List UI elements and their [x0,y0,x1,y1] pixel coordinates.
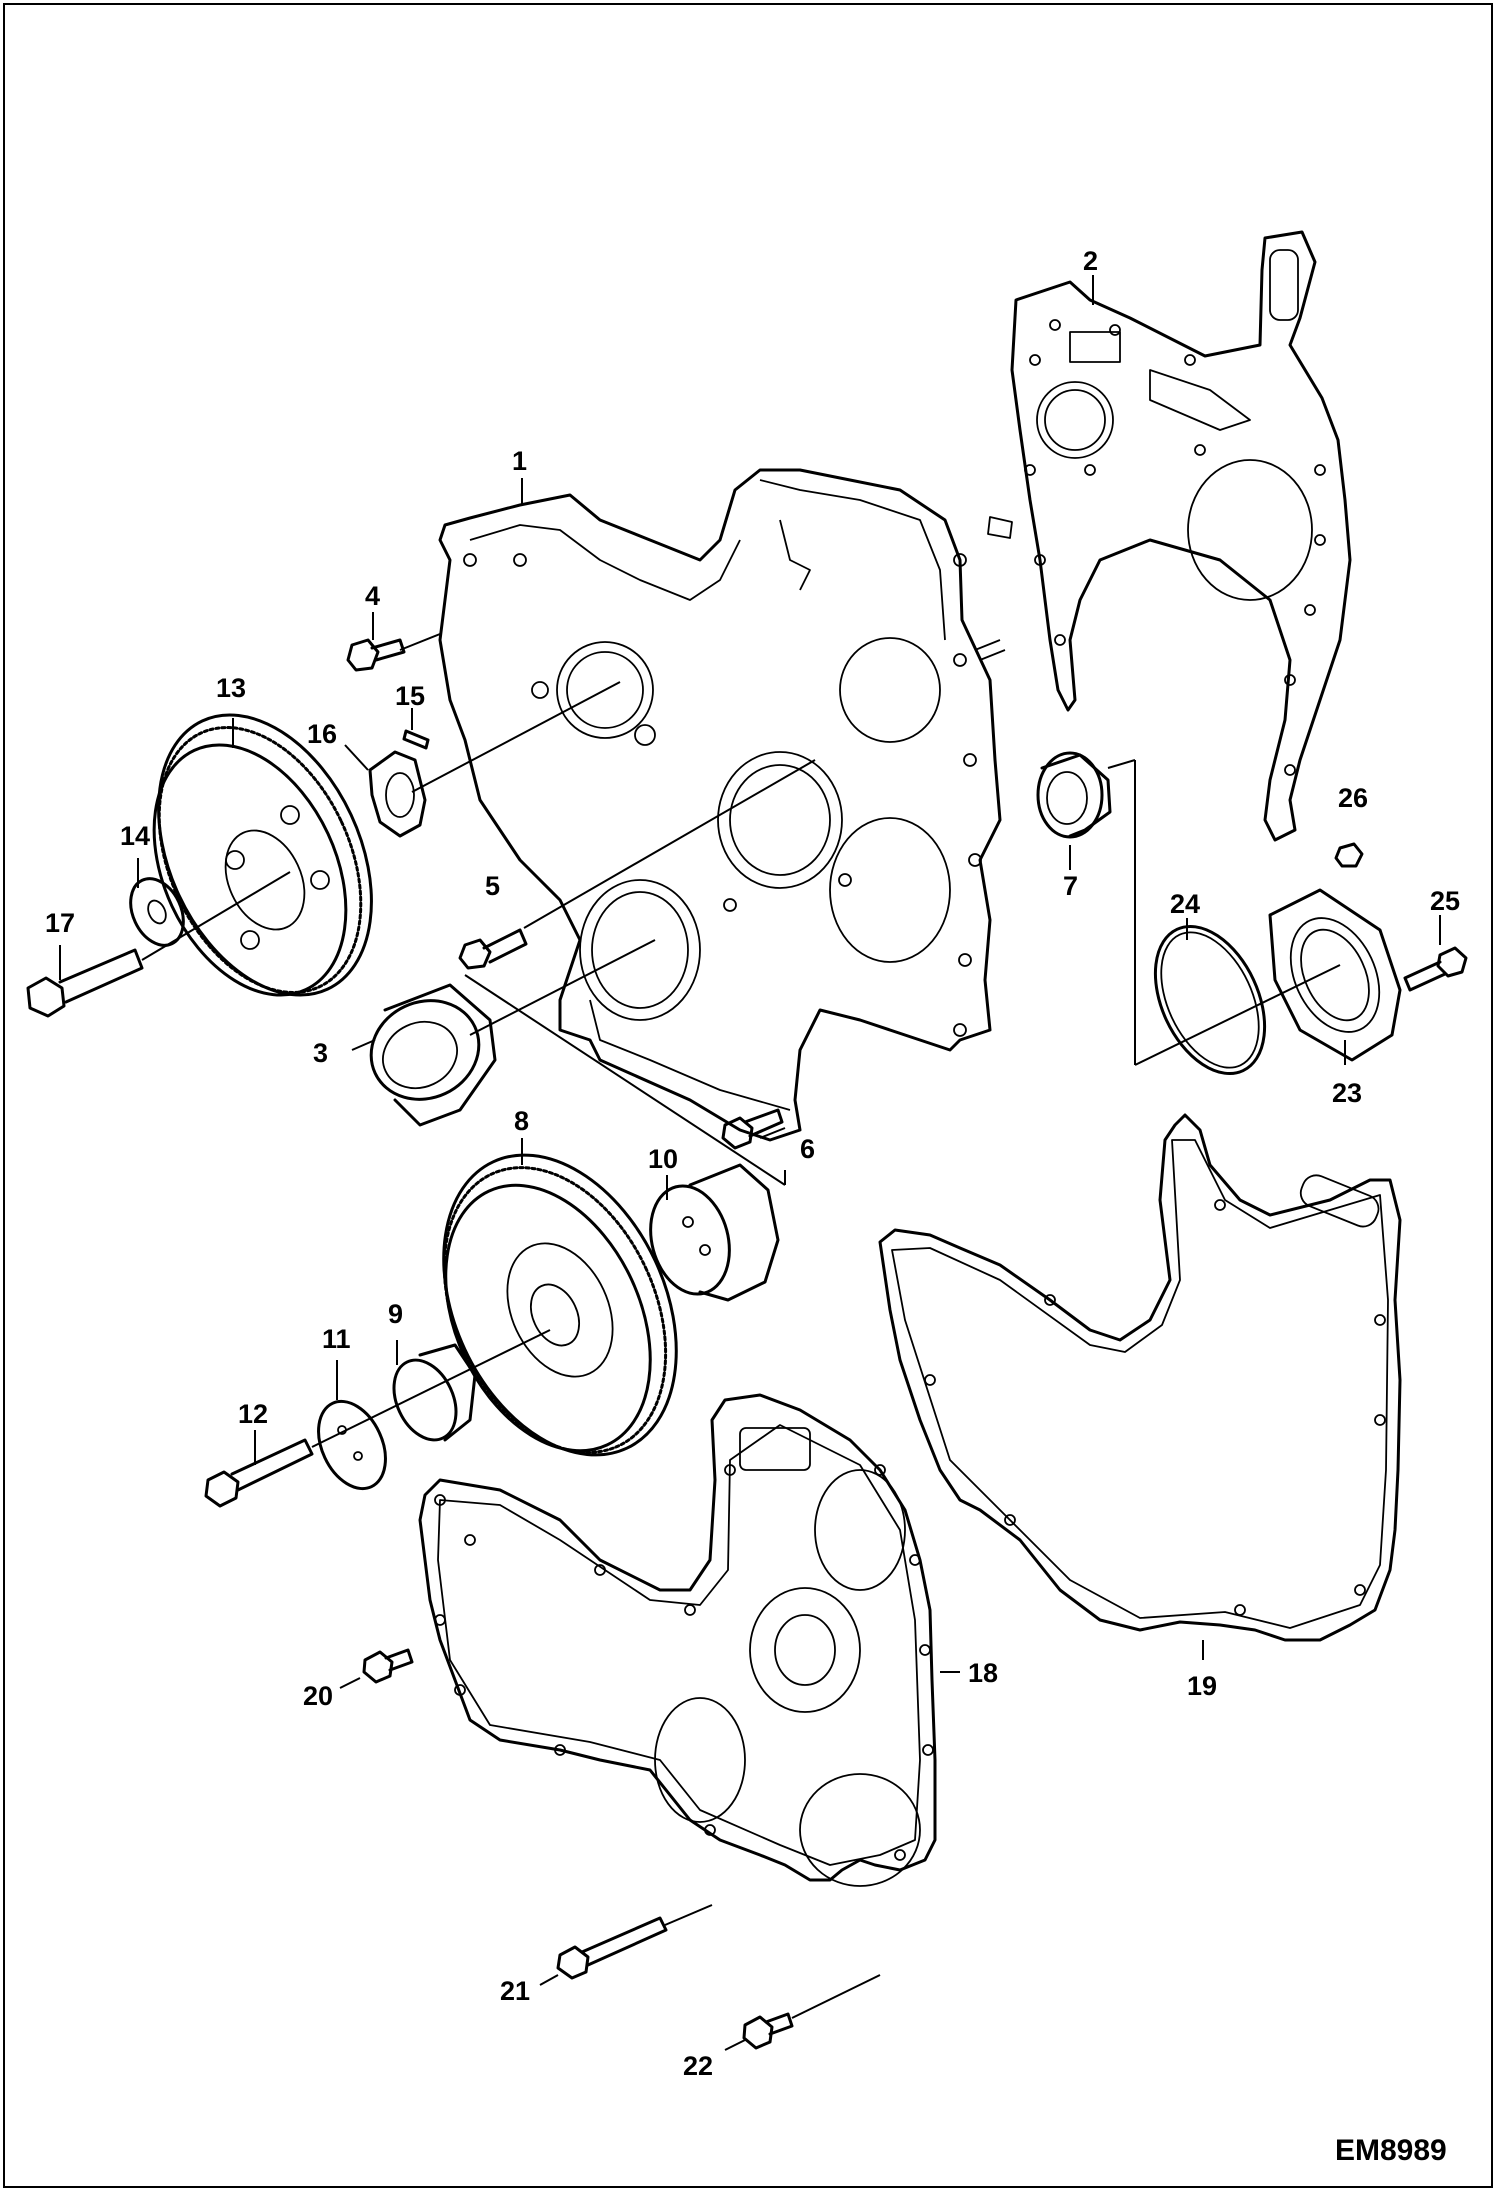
leader-lines [59,275,1441,2051]
callout-19: 19 [1187,1671,1217,1701]
part-26-bolt [1334,842,1364,868]
part-25-bolt [1403,946,1468,992]
callout-7: 7 [1063,871,1078,901]
part-20-bolt [362,1648,414,1684]
callout-3: 3 [313,1038,328,1068]
callout-20: 20 [303,1681,333,1711]
callout-18: 18 [968,1658,998,1688]
part-21-bolt [556,1916,668,1980]
part-18-front-cover [418,1393,937,1887]
callout-labels: 2 1 4 13 15 16 14 17 5 3 6 7 24 26 25 23… [45,246,1460,2081]
part-24-o-ring [1153,924,1267,1076]
callout-15: 15 [395,681,425,711]
callout-8: 8 [514,1106,529,1136]
part-3-seal [369,983,497,1127]
part-2-gasket [1010,230,1352,842]
part-15-dowel [402,729,430,750]
callout-6: 6 [800,1134,815,1164]
callout-11: 11 [322,1324,351,1354]
callout-24: 24 [1170,889,1200,919]
part-10-hub [649,1163,780,1302]
part-13-gear [152,713,373,997]
part-4-bolt [346,638,406,672]
callout-22: 22 [683,2051,713,2081]
part-6-bolt [721,1108,784,1150]
part-7-seal [1036,751,1112,839]
callout-26: 26 [1338,783,1368,813]
part-19-gasket [878,1113,1402,1642]
callout-10: 10 [648,1144,678,1174]
diagram-frame [3,3,1493,2188]
callout-9: 9 [388,1299,403,1329]
callout-17: 17 [45,908,75,938]
callout-1: 1 [512,446,527,476]
callout-4: 4 [365,581,380,611]
callout-23: 23 [1332,1078,1362,1108]
part-22-bolt [742,2012,794,2050]
part-1-timing-case [438,468,1013,1142]
callout-16: 16 [307,719,337,749]
part-5-bolt [458,928,528,970]
callout-21: 21 [500,1976,530,2006]
callout-12: 12 [238,1399,268,1429]
callout-25: 25 [1430,886,1460,916]
part-14-washer [129,877,185,947]
callout-5: 5 [485,871,500,901]
part-12-bolt [204,1438,314,1508]
figure-code: EM8989 [1335,2134,1447,2167]
part-11-washer [317,1399,387,1491]
part-9-ring [392,1343,477,1442]
callout-14: 14 [120,821,150,851]
part-23-seal-housing [1268,888,1402,1062]
part-16-thrust-plate [368,750,427,838]
callout-2: 2 [1083,246,1098,276]
part-17-bolt [26,948,144,1018]
callout-13: 13 [216,673,246,703]
